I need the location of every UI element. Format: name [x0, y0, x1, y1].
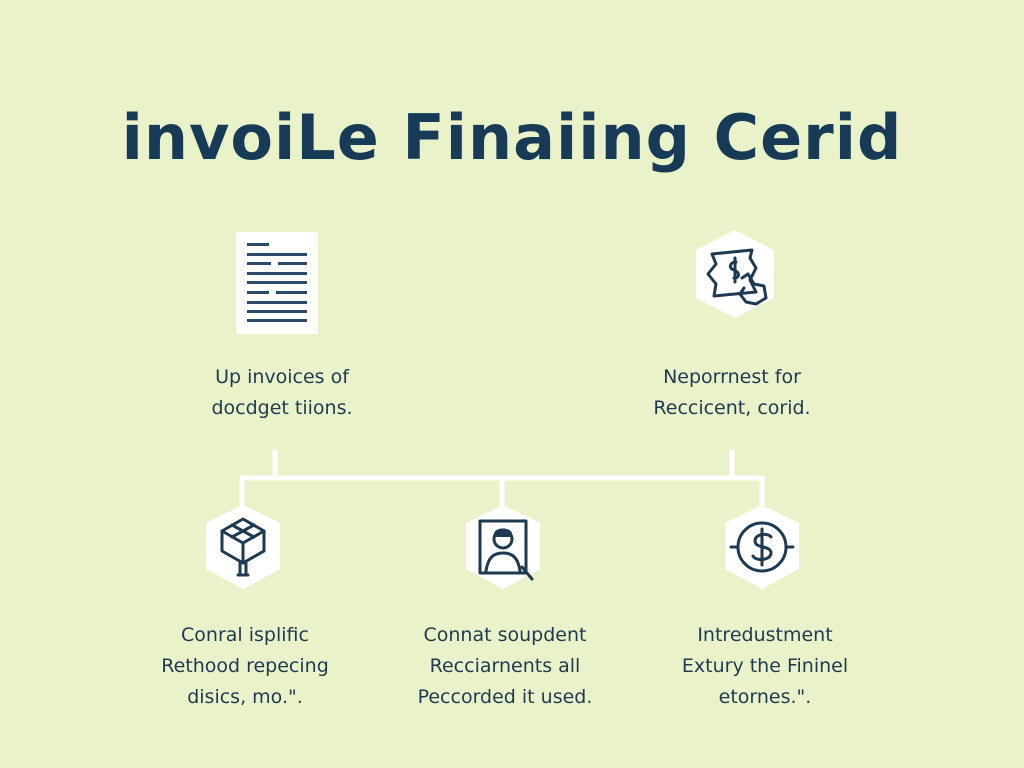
diagram-title: invoiLe Finaiing Cerid [121, 101, 903, 174]
description-line: docdget tiions. [211, 397, 353, 419]
description-line: Reccicent, corid. [653, 397, 811, 419]
dollar-hand-icon [696, 230, 774, 318]
description-line: Conral isplific [181, 624, 309, 646]
description-line: Recciarnents all [429, 655, 581, 677]
bottom-node-3-description: Intredustment Extury the Fininel etornes… [650, 620, 880, 713]
document-icon [236, 232, 318, 334]
bottom-node-2-description: Connat soupdent Recciarnents all Peccord… [390, 620, 620, 713]
description-line: Connat soupdent [423, 624, 587, 646]
top-node-2-description: Neporrnest for Reccicent, corid. [632, 362, 832, 424]
description-line: Up invoices of [215, 366, 349, 388]
description-line: Intredustment [697, 624, 833, 646]
person-portrait-icon [466, 505, 540, 589]
description-line: Peccorded it used. [417, 686, 593, 708]
description-line: Extury the Fininel [681, 655, 849, 677]
description-line: Rethood repecing [161, 655, 329, 677]
description-line: Neporrnest for [663, 366, 801, 388]
cube-network-icon [206, 505, 280, 589]
top-node-1-description: Up invoices of docdget tiions. [182, 362, 382, 424]
dollar-circle-icon [725, 505, 799, 589]
description-line: disics, mo.". [187, 686, 303, 708]
bottom-node-1-description: Conral isplific Rethood repecing disics,… [130, 620, 360, 713]
description-line: etornes.". [718, 686, 812, 708]
